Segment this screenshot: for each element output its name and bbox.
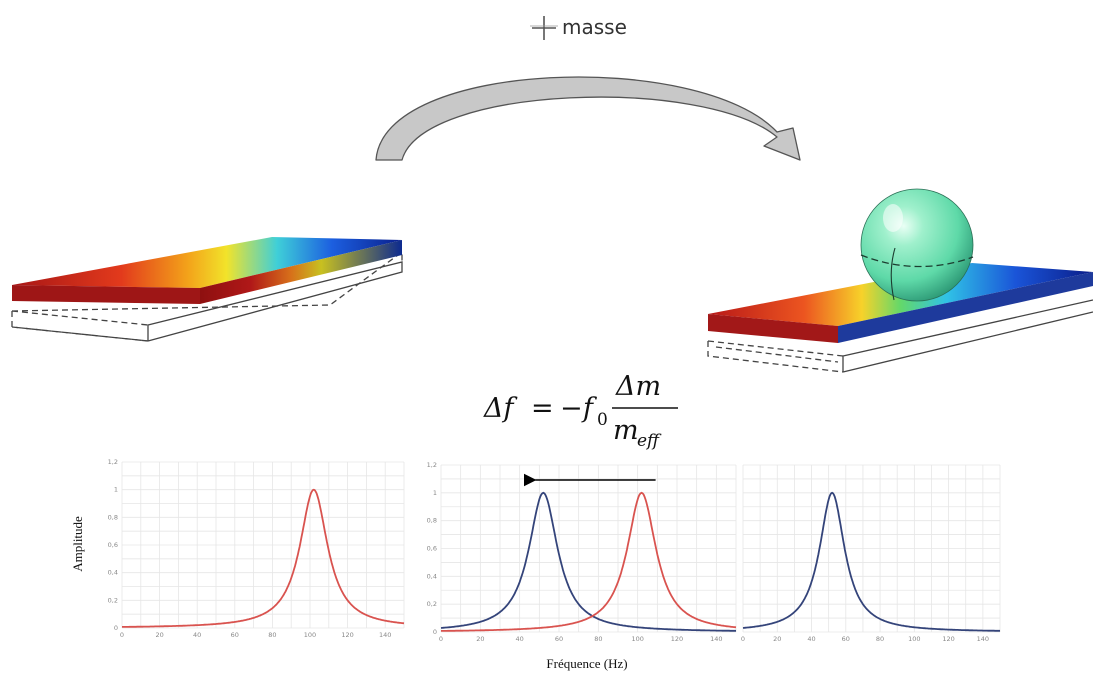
x-tick-label: 80	[876, 635, 884, 643]
y-tick-label: 0,8	[427, 517, 437, 525]
y-tick-label: 0	[433, 628, 437, 636]
y-tick-label: 0,2	[108, 596, 118, 604]
resonance-curve-red	[122, 488, 405, 628]
beam-rest-outline-right	[707, 299, 1093, 373]
y-tick-label: 0	[114, 624, 118, 632]
resonance-chart-before: 0 20 40 60 80 100 120 140 0 0,2 0,4 0,6 0,8 1 1,2	[108, 458, 405, 639]
y-tick-label: 0,4	[108, 569, 118, 577]
y-tick-label: 1	[433, 489, 437, 497]
x-tick-label: 100	[908, 635, 920, 643]
x-tick-label: 120	[671, 635, 683, 643]
y-tick-label: 0,6	[427, 545, 437, 553]
cantilever-beam-right	[707, 188, 1093, 373]
x-tick-label: 120	[341, 631, 353, 639]
formula-f: f	[581, 393, 597, 424]
x-tick-label: 120	[942, 635, 954, 643]
beam-side-right	[838, 272, 1093, 343]
x-tick-label: 20	[476, 635, 484, 643]
frequency-shift-formula: Δf = − f 0 Δm m eff	[483, 371, 678, 451]
beam-front-left	[12, 285, 200, 304]
y-tick-label: 0,8	[108, 513, 118, 521]
add-mass-label: masse	[530, 15, 627, 40]
formula-den-sub: eff	[637, 431, 662, 451]
x-tick-label: 60	[555, 635, 563, 643]
x-tick-label: 0	[741, 635, 745, 643]
formula-numerator: Δm	[615, 371, 661, 402]
x-tick-label: 20	[773, 635, 781, 643]
y-tick-label: 0,4	[427, 572, 437, 580]
formula-f-sub: 0	[597, 410, 608, 430]
x-tick-label: 140	[379, 631, 391, 639]
plus-icon	[530, 16, 558, 40]
x-tick-label: 80	[268, 631, 276, 639]
x-tick-label: 100	[631, 635, 643, 643]
x-tick-label: 40	[516, 635, 524, 643]
resonance-curve-blue	[440, 491, 736, 632]
mass-text: masse	[562, 15, 627, 39]
x-tick-label: 100	[304, 631, 316, 639]
resonance-chart-shift: 0 20 40 60 80 100 120 140 0 0,2 0,4 0,6 0,8 1 1,2	[427, 461, 737, 643]
x-tick-label: 140	[977, 635, 989, 643]
x-tick-label: 40	[807, 635, 815, 643]
beam-front-right	[708, 314, 838, 343]
x-tick-label: 0	[439, 635, 443, 643]
resonance-chart-after: 0 20 40 60 80 100 120 140	[741, 464, 1001, 643]
x-tick-label: 80	[594, 635, 602, 643]
x-tick-label: 40	[193, 631, 201, 639]
y-tick-label: 1,2	[108, 458, 118, 466]
x-tick-label: 60	[231, 631, 239, 639]
x-tick-label: 140	[710, 635, 722, 643]
mass-sphere	[860, 188, 974, 302]
cantilever-beam-left	[11, 237, 403, 342]
y-tick-label: 0,6	[108, 541, 118, 549]
y-tick-label: 1,2	[427, 461, 437, 469]
beam-rest-outline-left	[11, 250, 403, 342]
x-axis-label: Fréquence (Hz)	[546, 656, 627, 671]
beam-top-left	[12, 237, 402, 288]
resonance-curve-blue	[742, 491, 1000, 632]
formula-denominator: m	[613, 415, 639, 446]
x-tick-label: 0	[120, 631, 124, 639]
y-axis-label: Amplitude	[70, 516, 85, 572]
beam-side-left	[200, 240, 402, 304]
formula-minus: −	[560, 393, 583, 424]
formula-equals: =	[531, 393, 554, 424]
curved-arrow	[375, 76, 801, 161]
x-tick-label: 60	[842, 635, 850, 643]
formula-lhs: Δf	[483, 393, 517, 424]
y-tick-label: 1	[114, 486, 118, 494]
resonance-curve-red	[441, 491, 737, 632]
y-tick-label: 0,2	[427, 600, 437, 608]
x-tick-label: 20	[155, 631, 163, 639]
